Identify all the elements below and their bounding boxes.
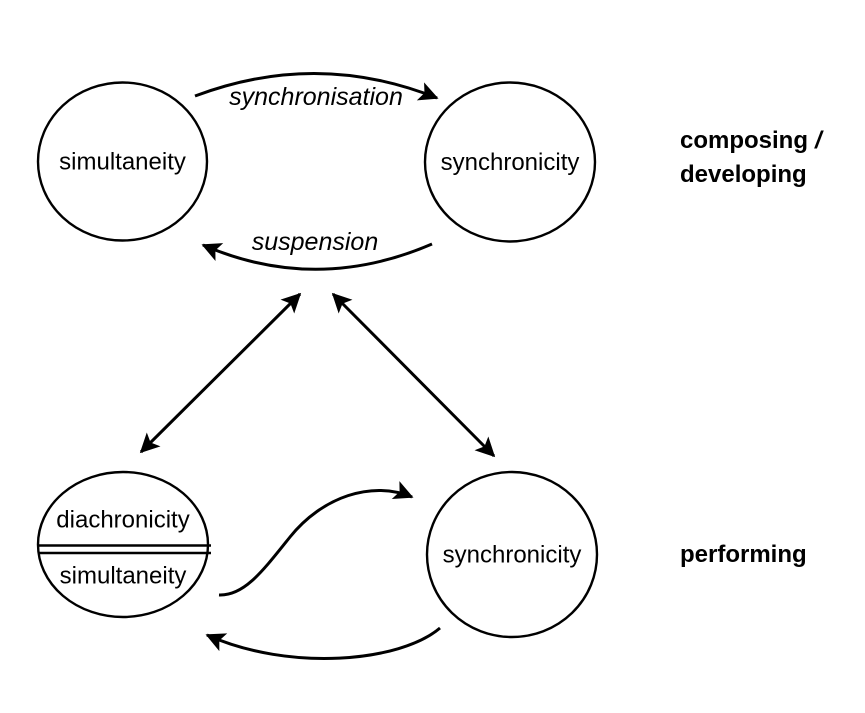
node-bottom-left-label-top: diachronicity (56, 506, 189, 533)
edge-synchronisation-arrow (194, 72, 439, 101)
edge-suspension-arrow (201, 242, 433, 271)
group-label-composing-slash: / (814, 127, 824, 154)
group-label-composing-line2: developing (680, 161, 807, 188)
node-bottom-left[interactable]: diachronicity simultaneity (36, 470, 211, 619)
node-bottom-right-label: synchronicity (443, 541, 582, 568)
edge-diagonal-right (331, 292, 496, 458)
group-label-composing-line1: composing/ (680, 127, 824, 154)
group-label-performing: performing (680, 541, 807, 568)
group-label-composing-developing: composing/ developing (680, 127, 824, 188)
group-label-composing-word: composing (680, 127, 808, 154)
node-top-right-label: synchronicity (441, 149, 580, 176)
node-top-right-circle (423, 81, 597, 243)
edge-label-synchronisation: synchronisation (229, 83, 403, 111)
node-top-left[interactable]: simultaneity (36, 81, 209, 242)
node-top-left-circle (36, 81, 209, 242)
node-top-right[interactable]: synchronicity (423, 81, 597, 243)
edge-bottom-forward-arrow (218, 481, 414, 597)
node-bottom-right[interactable]: synchronicity (425, 470, 599, 639)
edge-diagonal-left (139, 292, 302, 454)
edge-bottom-return-arrow (205, 626, 441, 660)
edge-label-suspension: suspension (252, 228, 378, 256)
node-bottom-left-label-bottom: simultaneity (60, 562, 187, 589)
node-bottom-right-circle (425, 470, 599, 639)
node-top-left-label: simultaneity (59, 148, 186, 175)
